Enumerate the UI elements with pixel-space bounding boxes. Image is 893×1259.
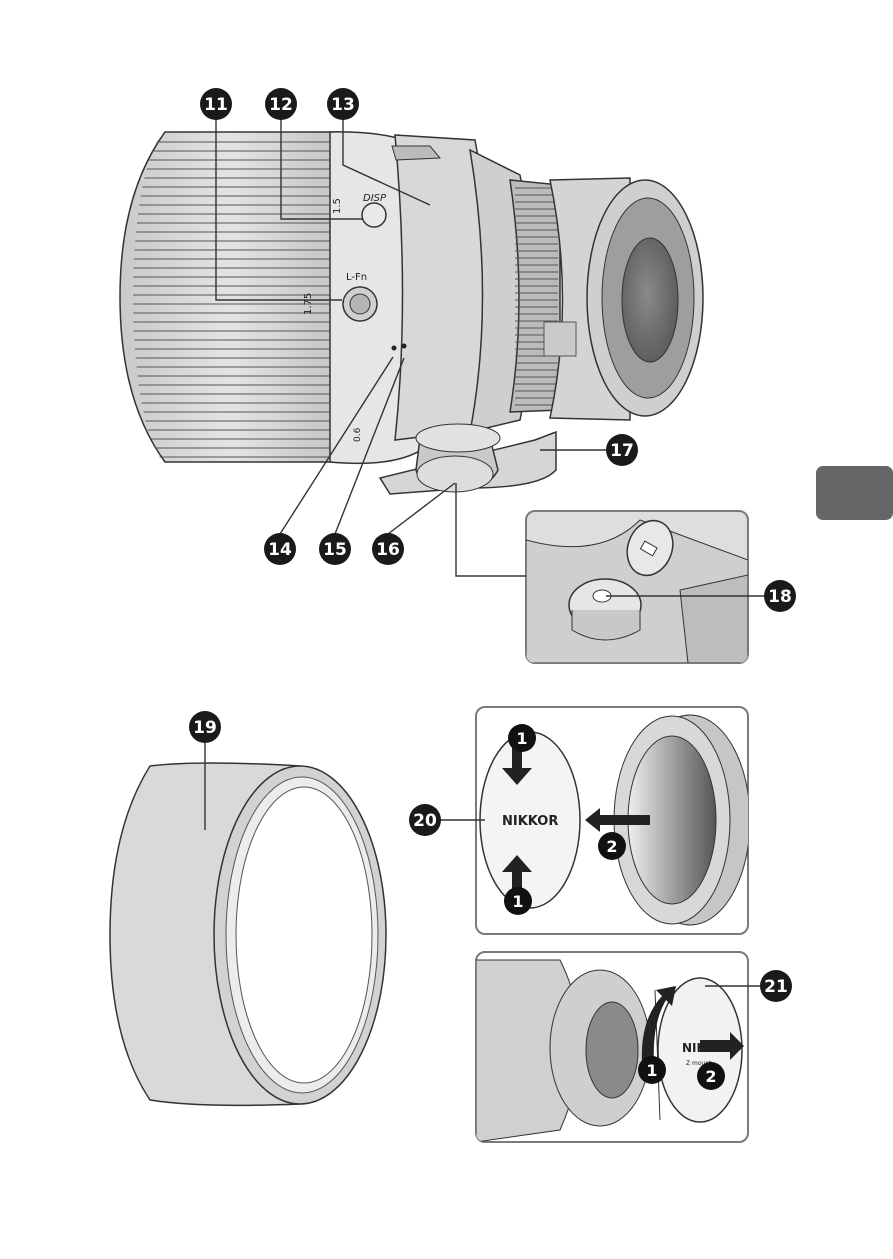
- callout-14: 14: [264, 533, 296, 565]
- distance-mark-2: 1.75: [303, 293, 314, 315]
- callout-18: 18: [764, 580, 796, 612]
- callout-number: 21: [764, 977, 788, 997]
- callout-number: 12: [269, 95, 293, 115]
- step-number: 2: [705, 1067, 716, 1086]
- callout-number: 11: [204, 95, 228, 115]
- callout-number: 17: [610, 441, 634, 461]
- callout-11: 11: [200, 88, 232, 120]
- step-marker-1: 1: [504, 887, 532, 915]
- step-marker-2: 2: [598, 832, 626, 860]
- main-lens-illustration: DISP L-Fn 1.5 1.75 0.6: [119, 131, 704, 495]
- distance-mark-3: 0.6: [353, 427, 363, 442]
- lens-hood: [109, 762, 387, 1107]
- callout-19: 19: [189, 711, 221, 743]
- callout-number: 16: [376, 540, 400, 560]
- inset-rear-cap: NIKK Z mount: [475, 951, 749, 1143]
- step-marker-1: 1: [638, 1056, 666, 1084]
- disp-label: DISP: [363, 193, 387, 204]
- callout-16: 16: [372, 533, 404, 565]
- step-number: 1: [516, 729, 527, 748]
- lfn-label: L-Fn: [346, 272, 367, 283]
- callout-number: 14: [268, 540, 292, 560]
- step-marker-2: 2: [697, 1062, 725, 1090]
- step-number: 2: [606, 837, 617, 856]
- callout-12: 12: [265, 88, 297, 120]
- inset-front-cap: NIKKOR: [475, 706, 749, 935]
- step-marker-1: 1: [508, 724, 536, 752]
- distance-mark-1: 1.5: [332, 198, 343, 214]
- callout-number: 20: [413, 811, 437, 831]
- rear-cap-mount-text: Z mount: [686, 1060, 712, 1067]
- callout-number: 19: [193, 718, 217, 738]
- inset-knob-cap: [525, 510, 749, 664]
- section-tab: [816, 466, 893, 520]
- step-number: 1: [512, 892, 523, 911]
- callout-number: 18: [768, 587, 792, 607]
- step-number: 1: [646, 1061, 657, 1080]
- callout-17: 17: [606, 434, 638, 466]
- leader-lines: [204, 118, 766, 987]
- callout-number: 13: [331, 95, 355, 115]
- callout-number: 15: [323, 540, 347, 560]
- callout-15: 15: [319, 533, 351, 565]
- callout-21: 21: [760, 970, 792, 1002]
- callout-13: 13: [327, 88, 359, 120]
- callout-20: 20: [409, 804, 441, 836]
- cap-brand-text: NIKKOR: [502, 814, 558, 829]
